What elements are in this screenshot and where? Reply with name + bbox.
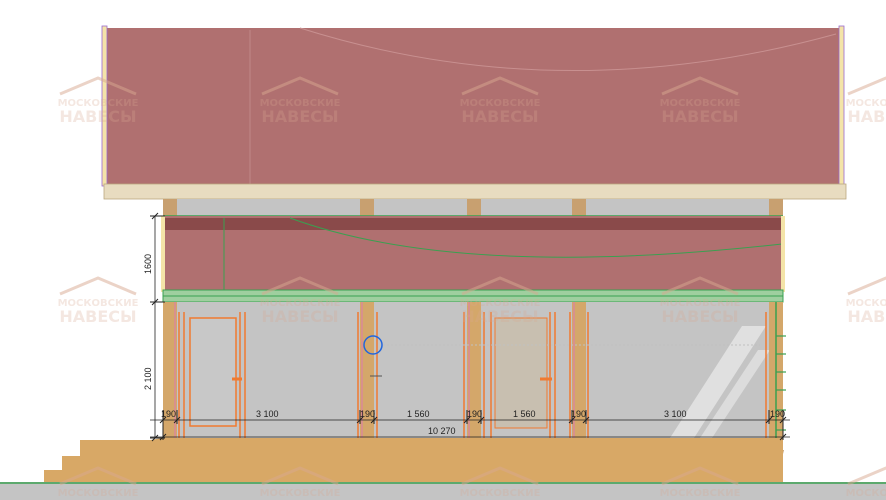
roof-curve: [299, 27, 837, 71]
watermark-line1: МОСКОВСКИЕ: [660, 98, 741, 109]
dim-label-segment: 3 100: [256, 409, 279, 419]
dim-label-segment: 190: [161, 409, 176, 419]
watermark-line2: НАВЕСЫ: [261, 107, 338, 126]
selection-circle-icon[interactable]: [363, 335, 383, 355]
gable-left-edge: [161, 216, 165, 292]
watermark-line1: МОСКОВСКИЕ: [660, 488, 741, 499]
ground-terrain: [44, 438, 783, 482]
watermark-line2: НАВЕСЫ: [847, 497, 886, 500]
glass-reflection-2: [700, 350, 770, 438]
gable-dark-strip: [163, 218, 783, 230]
watermark-line2: НАВЕСЫ: [59, 307, 136, 326]
upper-post-1: [163, 199, 177, 216]
watermark-line1: МОСКОВСКИЕ: [58, 298, 139, 309]
watermark-line2: НАВЕСЫ: [661, 307, 738, 326]
watermark-line2: НАВЕСЫ: [661, 107, 738, 126]
dim-vertical-ticks: [150, 212, 165, 442]
watermark-line2: НАВЕСЫ: [847, 307, 886, 326]
dim-label-total: 10 270: [428, 426, 456, 436]
watermark-line2: НАВЕСЫ: [461, 107, 538, 126]
dim-label-segment: 190: [770, 409, 785, 419]
watermark-line2: НАВЕСЫ: [461, 307, 538, 326]
post-1: [163, 302, 177, 438]
upper-post-5: [769, 199, 783, 216]
watermark-line2: НАВЕСЫ: [847, 107, 886, 126]
post-3: [467, 302, 481, 438]
watermark-line2: НАВЕСЫ: [59, 107, 136, 126]
upper-post-2: [360, 199, 374, 216]
watermark-line1: МОСКОВСКИЕ: [846, 488, 886, 499]
dim-label-height-lower: 2 100: [143, 367, 153, 390]
right-green-connectors: [776, 335, 786, 431]
ground: [0, 438, 886, 500]
watermark-line1: МОСКОВСКИЕ: [460, 298, 541, 309]
watermark-line1: МОСКОВСКИЕ: [846, 98, 886, 109]
watermark-line1: МОСКОВСКИЕ: [260, 488, 341, 499]
gable-right-edge: [781, 216, 785, 292]
dim-label-height-upper: 1600: [143, 254, 153, 274]
watermark-line2: НАВЕСЫ: [661, 497, 738, 500]
dim-label-segment: 190: [467, 409, 482, 419]
roof-panel: [106, 28, 842, 184]
glass-reflection-1: [670, 326, 766, 438]
dim-label-segment: 1 560: [513, 409, 536, 419]
dim-ticks: [159, 410, 787, 441]
watermark-line2: НАВЕСЫ: [461, 497, 538, 500]
orange-frames: [178, 312, 767, 438]
pink-lines: [174, 302, 575, 438]
door-left: [189, 317, 237, 427]
watermark-line1: МОСКОВСКИЕ: [660, 298, 741, 309]
dimensions: 190 3 100 190 1 560 190 1 560 190 3 100 …: [143, 212, 790, 442]
watermark-line1: МОСКОВСКИЕ: [460, 488, 541, 499]
upper-post-3: [467, 199, 481, 216]
dim-label-segment: 190: [360, 409, 375, 419]
upper-post-4: [572, 199, 586, 216]
door-middle: [494, 317, 548, 429]
dim-label-segment: 1 560: [407, 409, 430, 419]
upper-zone: [161, 199, 785, 303]
post-4: [572, 302, 586, 438]
roof-fascia: [103, 183, 847, 200]
dim-label-segment: 190: [571, 409, 586, 419]
watermark-line1: МОСКОВСКИЕ: [260, 98, 341, 109]
lower-zone: [163, 302, 786, 466]
watermark-line2: НАВЕСЫ: [261, 307, 338, 326]
watermark-line1: МОСКОВСКИЕ: [58, 98, 139, 109]
watermark-line2: НАВЕСЫ: [59, 497, 136, 500]
roof-right-edge: [838, 25, 845, 187]
watermark-line1: МОСКОВСКИЕ: [846, 298, 886, 309]
watermark-line1: МОСКОВСКИЕ: [58, 488, 139, 499]
watermark-line1: МОСКОВСКИЕ: [260, 298, 341, 309]
watermark-line1: МОСКОВСКИЕ: [460, 98, 541, 109]
watermarks: МОСКОВСКИЕНАВЕСЫМОСКОВСКИЕНАВЕСЫМОСКОВСК…: [58, 76, 886, 500]
gable-green-curve: [289, 217, 783, 258]
ground-plate: [0, 482, 886, 500]
dim-label-segment: 3 100: [664, 409, 687, 419]
watermark-line2: НАВЕСЫ: [261, 497, 338, 500]
